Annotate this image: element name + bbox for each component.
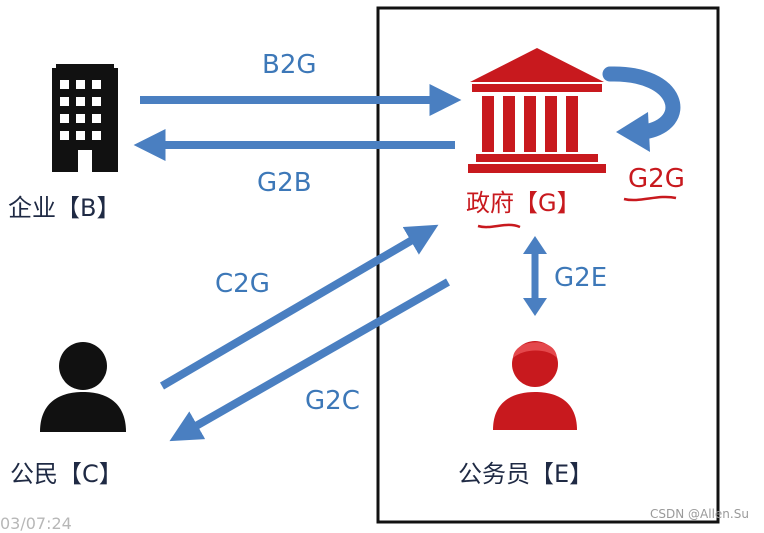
government-label: 政府【G】 (466, 189, 581, 217)
b2g-label: B2G (262, 50, 317, 80)
video-timestamp: 03/07:24 (0, 514, 72, 533)
g2b-label: G2B (257, 168, 312, 198)
person-icon (40, 342, 126, 432)
g2e-arrow (523, 236, 547, 316)
civil-servant-icon (493, 341, 577, 430)
g2g-label: G2G (628, 164, 685, 194)
citizen-label: 公民【C】 (10, 460, 123, 488)
g2c-label: G2C (305, 386, 360, 416)
c2g-arrow (159, 224, 439, 390)
csdn-watermark: CSDN @Allen.Su (650, 507, 749, 521)
government-building-icon (468, 48, 606, 173)
g2c-arrow (169, 278, 450, 442)
government-label-underline (477, 223, 521, 229)
business-label: 企业【B】 (8, 194, 121, 222)
g2e-label: G2E (554, 263, 608, 293)
government-frame (376, 6, 720, 524)
c2g-label: C2G (215, 269, 270, 299)
office-building-icon (52, 64, 118, 172)
civil-servant-label: 公务员【E】 (458, 460, 594, 488)
g2g-curved-arrow (602, 66, 681, 152)
g2g-label-underline (623, 195, 677, 202)
